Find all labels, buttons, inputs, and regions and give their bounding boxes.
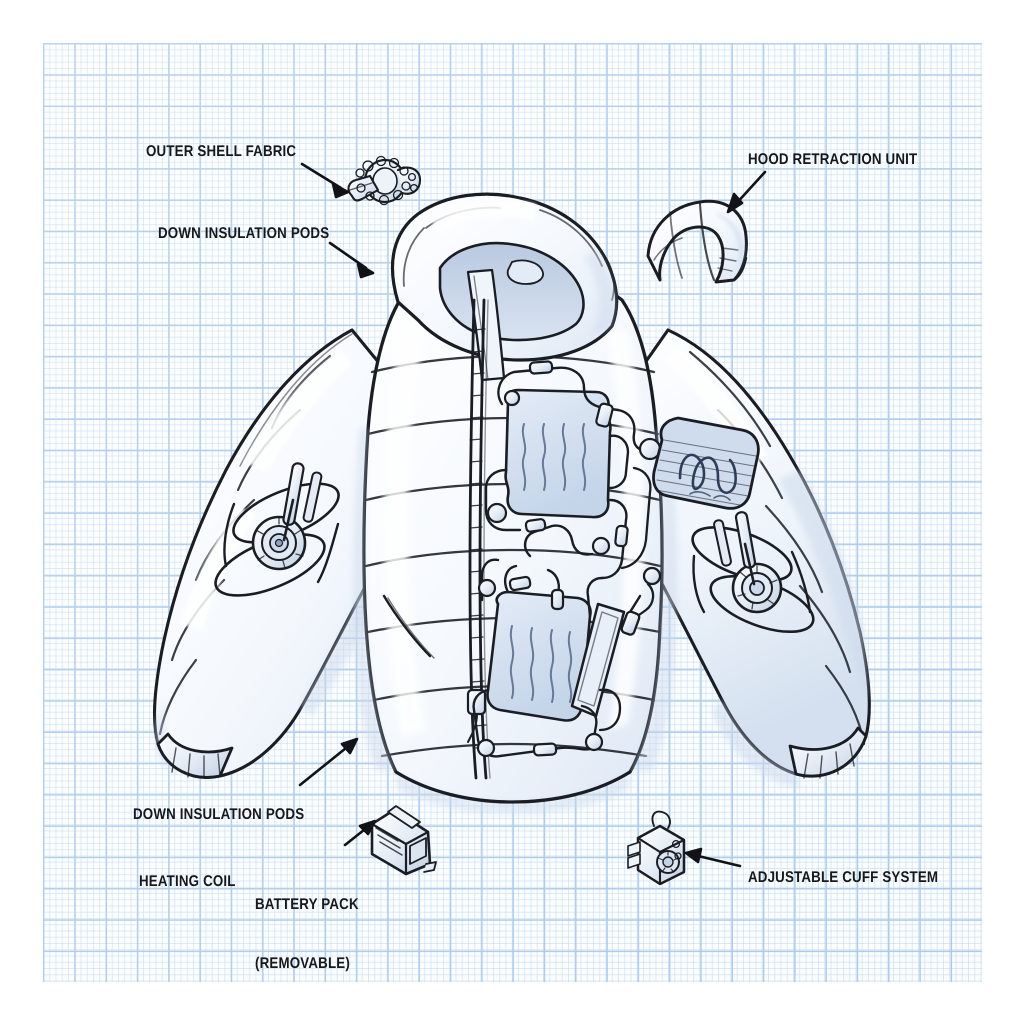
chest-heating-panel xyxy=(504,388,612,519)
cuff-module-inset xyxy=(627,810,686,886)
arrow-adjustable-cuff-system xyxy=(684,847,742,868)
right-sleeve-dial xyxy=(691,511,815,634)
callout-label-battery-pack: BATTERY PACK (REMOVABLE) xyxy=(255,855,359,1014)
collar xyxy=(390,192,619,382)
battery-pack-label-line1: BATTERY PACK xyxy=(255,895,359,913)
callout-label-down-insulation-pods-bottom: DOWN INSULATION PODS xyxy=(133,806,305,823)
callout-label-adjustable-cuff-system: ADJUSTABLE CUFF SYSTEM xyxy=(748,869,939,886)
callout-label-outer-shell-fabric: OUTER SHELL FABRIC xyxy=(146,143,297,160)
callout-label-down-insulation-pods-top: DOWN INSULATION PODS xyxy=(158,225,330,242)
arrow-down-insulation-pods-top xyxy=(328,241,375,279)
arrow-battery-pack xyxy=(343,819,377,847)
arrow-hood-retraction-unit xyxy=(726,170,767,214)
callout-label-heating-coil: HEATING COIL xyxy=(139,873,236,890)
sleeve-coil-patch xyxy=(652,416,760,510)
callout-label-hood-retraction-unit: HOOD RETRACTION UNIT xyxy=(748,151,918,168)
shell-fabric-fitting-inset xyxy=(347,155,422,206)
battery-pack-inset xyxy=(370,805,437,876)
battery-pack-label-line2: (REMOVABLE) xyxy=(255,955,350,973)
arrow-outer-shell-fabric xyxy=(300,162,350,199)
abdomen-heating-panel xyxy=(486,590,626,722)
callout-arrows xyxy=(298,162,767,868)
detached-hood-inset xyxy=(646,199,748,284)
arrow-down-insulation-pods-bottom xyxy=(298,737,359,787)
left-sleeve-dial xyxy=(214,462,340,597)
harness-connectors xyxy=(476,360,662,758)
